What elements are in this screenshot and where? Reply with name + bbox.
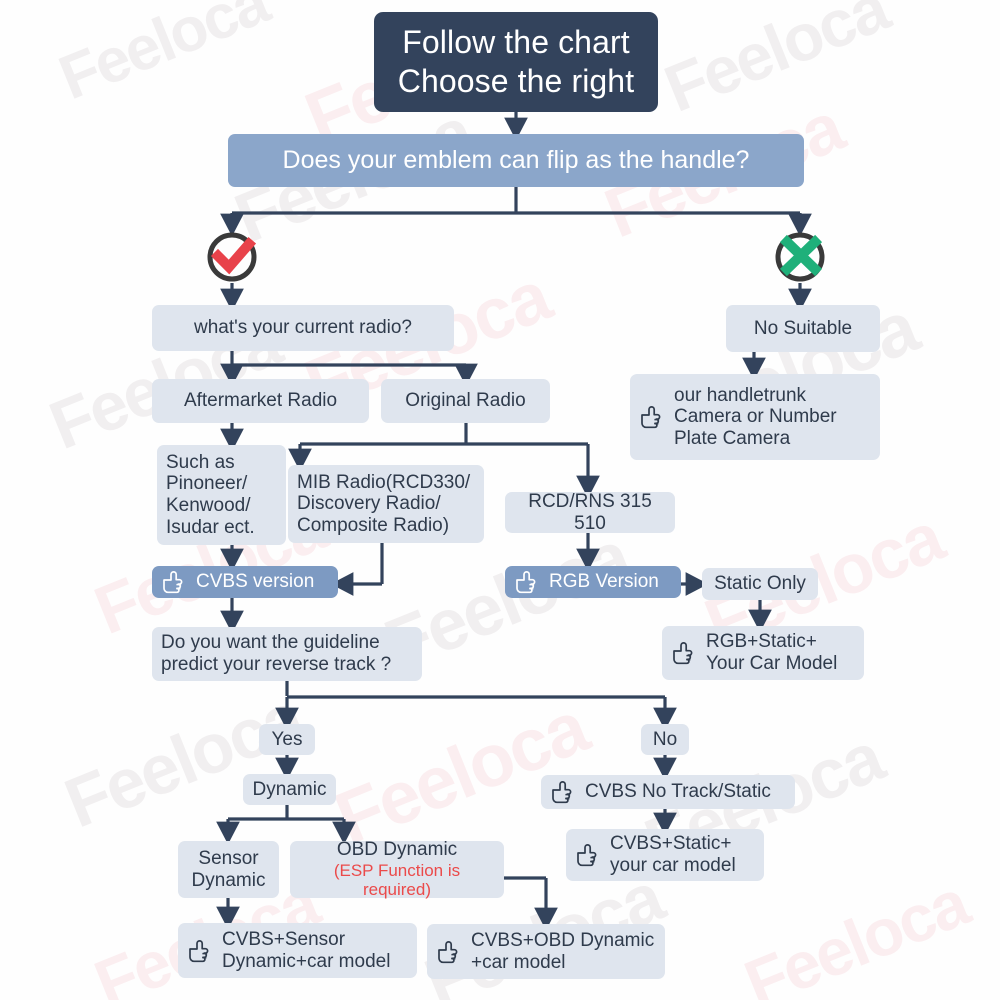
cvbs-sensor-line-2: Dynamic+car model <box>222 950 391 972</box>
node-original-radio-label: Original Radio <box>405 390 526 412</box>
such-as-line-1: Such as <box>166 451 235 473</box>
node-no-label: No <box>652 728 678 750</box>
pointing-hand-icon <box>187 938 217 964</box>
node-handletrunk-camera: our handletrunk Camera or Number Plate C… <box>630 374 880 460</box>
cvbs-sensor-line-1: CVBS+Sensor <box>222 928 346 950</box>
node-no: No <box>641 724 689 755</box>
node-cvbs-obd-dynamic-label: CVBS+OBD Dynamic +car model <box>471 930 656 973</box>
question-current-radio: what's your current radio? <box>152 305 454 351</box>
node-mib-radio-label: MIB Radio(RCD330/ Discovery Radio/ Compo… <box>297 472 470 537</box>
pointing-hand-icon <box>514 569 544 595</box>
node-such-as-brands-label: Such as Pinoneer/ Kenwood/ Isudar ect. <box>166 452 255 539</box>
such-as-line-2: Pinoneer/ <box>166 473 248 495</box>
node-rgb-static-car-model: RGB+Static+ Your Car Model <box>662 626 864 680</box>
node-sensor-dynamic-label: Sensor Dynamic <box>192 848 266 891</box>
sensor-dynamic-line-2: Dynamic <box>191 869 266 891</box>
question-guideline-predict-label: Do you want the guideline predict your r… <box>161 632 391 675</box>
sensor-dynamic-line-1: Sensor <box>198 847 259 869</box>
cvbs-static-line-1: CVBS+Static+ <box>610 833 732 855</box>
node-cvbs-sensor-dynamic: CVBS+Sensor Dynamic+car model <box>178 923 417 978</box>
pointing-hand-icon <box>436 939 466 965</box>
node-cvbs-no-track-static: CVBS No Track/Static <box>541 775 795 809</box>
node-such-as-brands: Such as Pinoneer/ Kenwood/ Isudar ect. <box>157 445 286 545</box>
node-aftermarket-radio: Aftermarket Radio <box>152 379 369 423</box>
question-emblem-flip-label: Does your emblem can flip as the handle? <box>282 146 750 175</box>
such-as-line-3: Kenwood/ <box>166 495 251 516</box>
such-as-line-4: Isudar ect. <box>166 516 255 538</box>
node-rcd-rns-label: RCD/RNS 315 510 <box>528 490 652 534</box>
header-line-2: Choose the right <box>397 63 635 99</box>
node-original-radio: Original Radio <box>381 379 550 423</box>
check-mark-icon <box>204 228 260 284</box>
node-no-suitable: No Suitable <box>726 305 880 352</box>
pointing-hand-icon <box>671 640 701 666</box>
node-mib-radio: MIB Radio(RCD330/ Discovery Radio/ Compo… <box>288 465 484 543</box>
header-line-1: Follow the chart <box>402 23 630 60</box>
node-sensor-dynamic: Sensor Dynamic <box>178 841 279 898</box>
node-cvbs-no-track-static-label: CVBS No Track/Static <box>585 781 771 803</box>
node-dynamic-label: Dynamic <box>252 778 327 800</box>
pointing-hand-icon <box>639 404 669 430</box>
question-guideline-predict: Do you want the guideline predict your r… <box>152 627 422 681</box>
node-cvbs-sensor-dynamic-label: CVBS+Sensor Dynamic+car model <box>222 929 408 972</box>
node-rgb-static-car-model-label: RGB+Static+ Your Car Model <box>706 631 855 674</box>
cross-mark-icon <box>772 228 828 284</box>
obd-dynamic-esp-note: (ESP Function is required) <box>333 860 461 900</box>
cvbs-obd-line-2: +car model <box>471 951 566 973</box>
node-rcd-rns: RCD/RNS 315 510 <box>505 490 675 534</box>
mib-line-1: MIB Radio(RCD330/ <box>297 471 471 493</box>
handletrunk-line-2: Camera or Number <box>674 406 837 428</box>
pointing-hand-icon <box>161 569 191 595</box>
node-dynamic: Dynamic <box>243 774 336 805</box>
mib-line-3: Composite Radio) <box>297 514 450 536</box>
node-handletrunk-camera-label: our handletrunk Camera or Number Plate C… <box>674 385 871 450</box>
obd-dynamic-line-1: OBD Dynamic <box>336 839 458 861</box>
node-obd-dynamic-label: OBD Dynamic (ESP Function is required) <box>299 839 495 899</box>
node-yes-label: Yes <box>271 728 303 750</box>
question-emblem-flip: Does your emblem can flip as the handle? <box>228 134 804 187</box>
handletrunk-line-1: our handletrunk <box>674 384 807 406</box>
node-cvbs-version: CVBS version <box>152 566 338 598</box>
node-cvbs-static-car-model: CVBS+Static+ your car model <box>566 829 764 881</box>
mib-line-2: Discovery Radio/ <box>297 493 441 515</box>
pointing-hand-icon <box>550 779 580 805</box>
node-static-only: Static Only <box>702 568 818 600</box>
guideline-line-2: predict your reverse track ? <box>161 654 392 675</box>
node-cvbs-obd-dynamic: CVBS+OBD Dynamic +car model <box>427 924 665 979</box>
chart-header: Follow the chart Choose the right <box>374 12 658 112</box>
question-current-radio-label: what's your current radio? <box>193 317 412 339</box>
node-aftermarket-radio-label: Aftermarket Radio <box>183 390 338 412</box>
handletrunk-line-3: Plate Camera <box>674 427 791 449</box>
node-cvbs-version-label: CVBS version <box>196 571 315 593</box>
node-yes: Yes <box>259 724 315 755</box>
node-no-suitable-label: No Suitable <box>753 317 853 339</box>
guideline-line-1: Do you want the guideline <box>161 632 380 654</box>
rgb-static-line-1: RGB+Static+ <box>706 631 817 653</box>
node-obd-dynamic: OBD Dynamic (ESP Function is required) <box>290 839 504 899</box>
cvbs-obd-line-1: CVBS+OBD Dynamic <box>471 929 655 951</box>
cvbs-static-line-2: your car model <box>610 855 736 876</box>
node-rgb-version: RGB Version <box>505 566 681 598</box>
rgb-static-line-2: Your Car Model <box>706 653 838 674</box>
node-rgb-version-label: RGB Version <box>549 571 659 593</box>
node-cvbs-static-car-model-label: CVBS+Static+ your car model <box>610 833 755 876</box>
node-static-only-label: Static Only <box>714 573 806 595</box>
pointing-hand-icon <box>575 842 605 868</box>
